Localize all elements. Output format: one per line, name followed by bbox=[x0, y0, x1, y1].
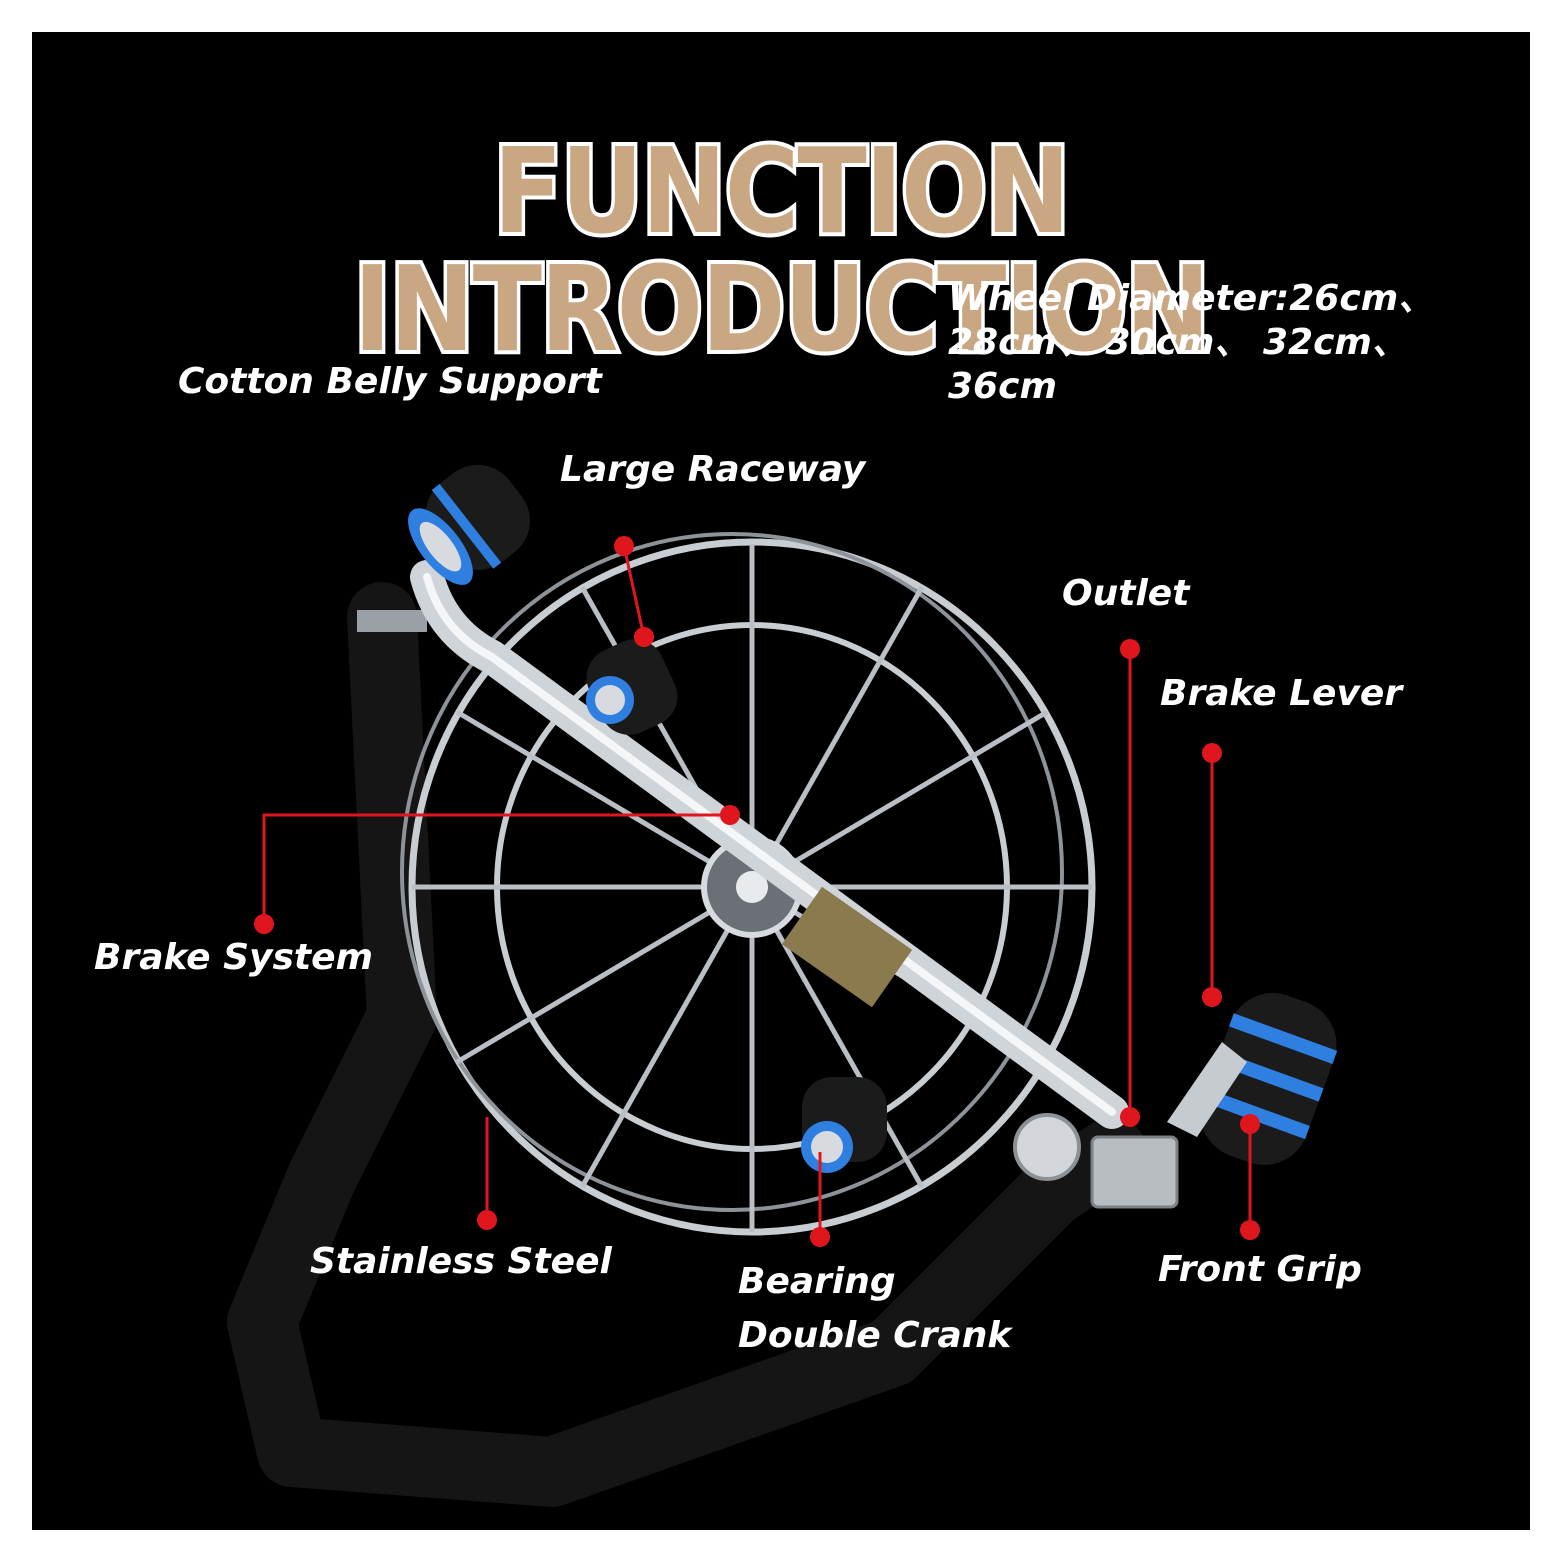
label-brake-system: Brake System bbox=[94, 937, 374, 978]
front-grip-handle bbox=[1200, 993, 1338, 1166]
label-double-crank: Double Crank bbox=[738, 1315, 1012, 1356]
strap-buckle bbox=[357, 610, 427, 632]
brake-system-dot-hub bbox=[720, 805, 740, 825]
brake-lever-dot-bottom bbox=[1202, 987, 1222, 1007]
brake-mechanism bbox=[781, 886, 913, 1008]
outlet-dot-top bbox=[1120, 639, 1140, 659]
pointer-lines bbox=[262, 545, 1252, 1237]
stainless-steel-dot bbox=[477, 1210, 497, 1230]
shoulder-strap bbox=[227, 582, 1147, 1507]
pointer-dots bbox=[254, 536, 1260, 1247]
label-outlet: Outlet bbox=[1062, 573, 1190, 614]
spec-line-3: 36cm bbox=[948, 366, 1057, 407]
line-guide-plate bbox=[1090, 1135, 1179, 1209]
spec-line-1: Wheel Diameter:26cm、 bbox=[948, 278, 1435, 319]
label-cotton-belly-support: Cotton Belly Support bbox=[178, 361, 602, 402]
lower-crank-knob bbox=[801, 1077, 887, 1173]
front-grip-dot-bottom bbox=[1240, 1220, 1260, 1240]
spec-line-2: 28cm、 30cm、 32cm、 bbox=[948, 322, 1408, 363]
brake-lever-arm bbox=[1167, 1042, 1247, 1137]
label-bearing: Bearing bbox=[738, 1261, 896, 1302]
rear-grip bbox=[408, 464, 530, 585]
label-large-raceway: Large Raceway bbox=[560, 449, 866, 490]
label-stainless-steel: Stainless Steel bbox=[310, 1241, 612, 1282]
label-front-grip: Front Grip bbox=[1158, 1249, 1362, 1290]
product-infographic: FUNCTION INTRODUCTION Wheel Diameter:26c… bbox=[32, 32, 1530, 1530]
raceway-dot-top bbox=[614, 536, 634, 556]
brake-system-dot-label bbox=[254, 914, 274, 934]
brake-lever-dot-top bbox=[1202, 743, 1222, 763]
label-brake-lever: Brake Lever bbox=[1160, 673, 1403, 714]
raceway-dot-bottom bbox=[634, 627, 654, 647]
page-title: FUNCTION INTRODUCTION bbox=[350, 122, 1214, 378]
wheel-back-rim bbox=[400, 532, 1064, 1212]
outlet-roller bbox=[1013, 1113, 1081, 1181]
wheel-diameter-spec: Wheel Diameter:26cm、 28cm、 30cm、 32cm、 3… bbox=[948, 277, 1508, 409]
kite-reel-illustration bbox=[227, 464, 1338, 1507]
bearing-dot bbox=[810, 1227, 830, 1247]
front-grip-dot-top bbox=[1240, 1114, 1260, 1134]
outlet-dot-bottom bbox=[1120, 1107, 1140, 1127]
upper-crank-knob bbox=[586, 639, 678, 735]
